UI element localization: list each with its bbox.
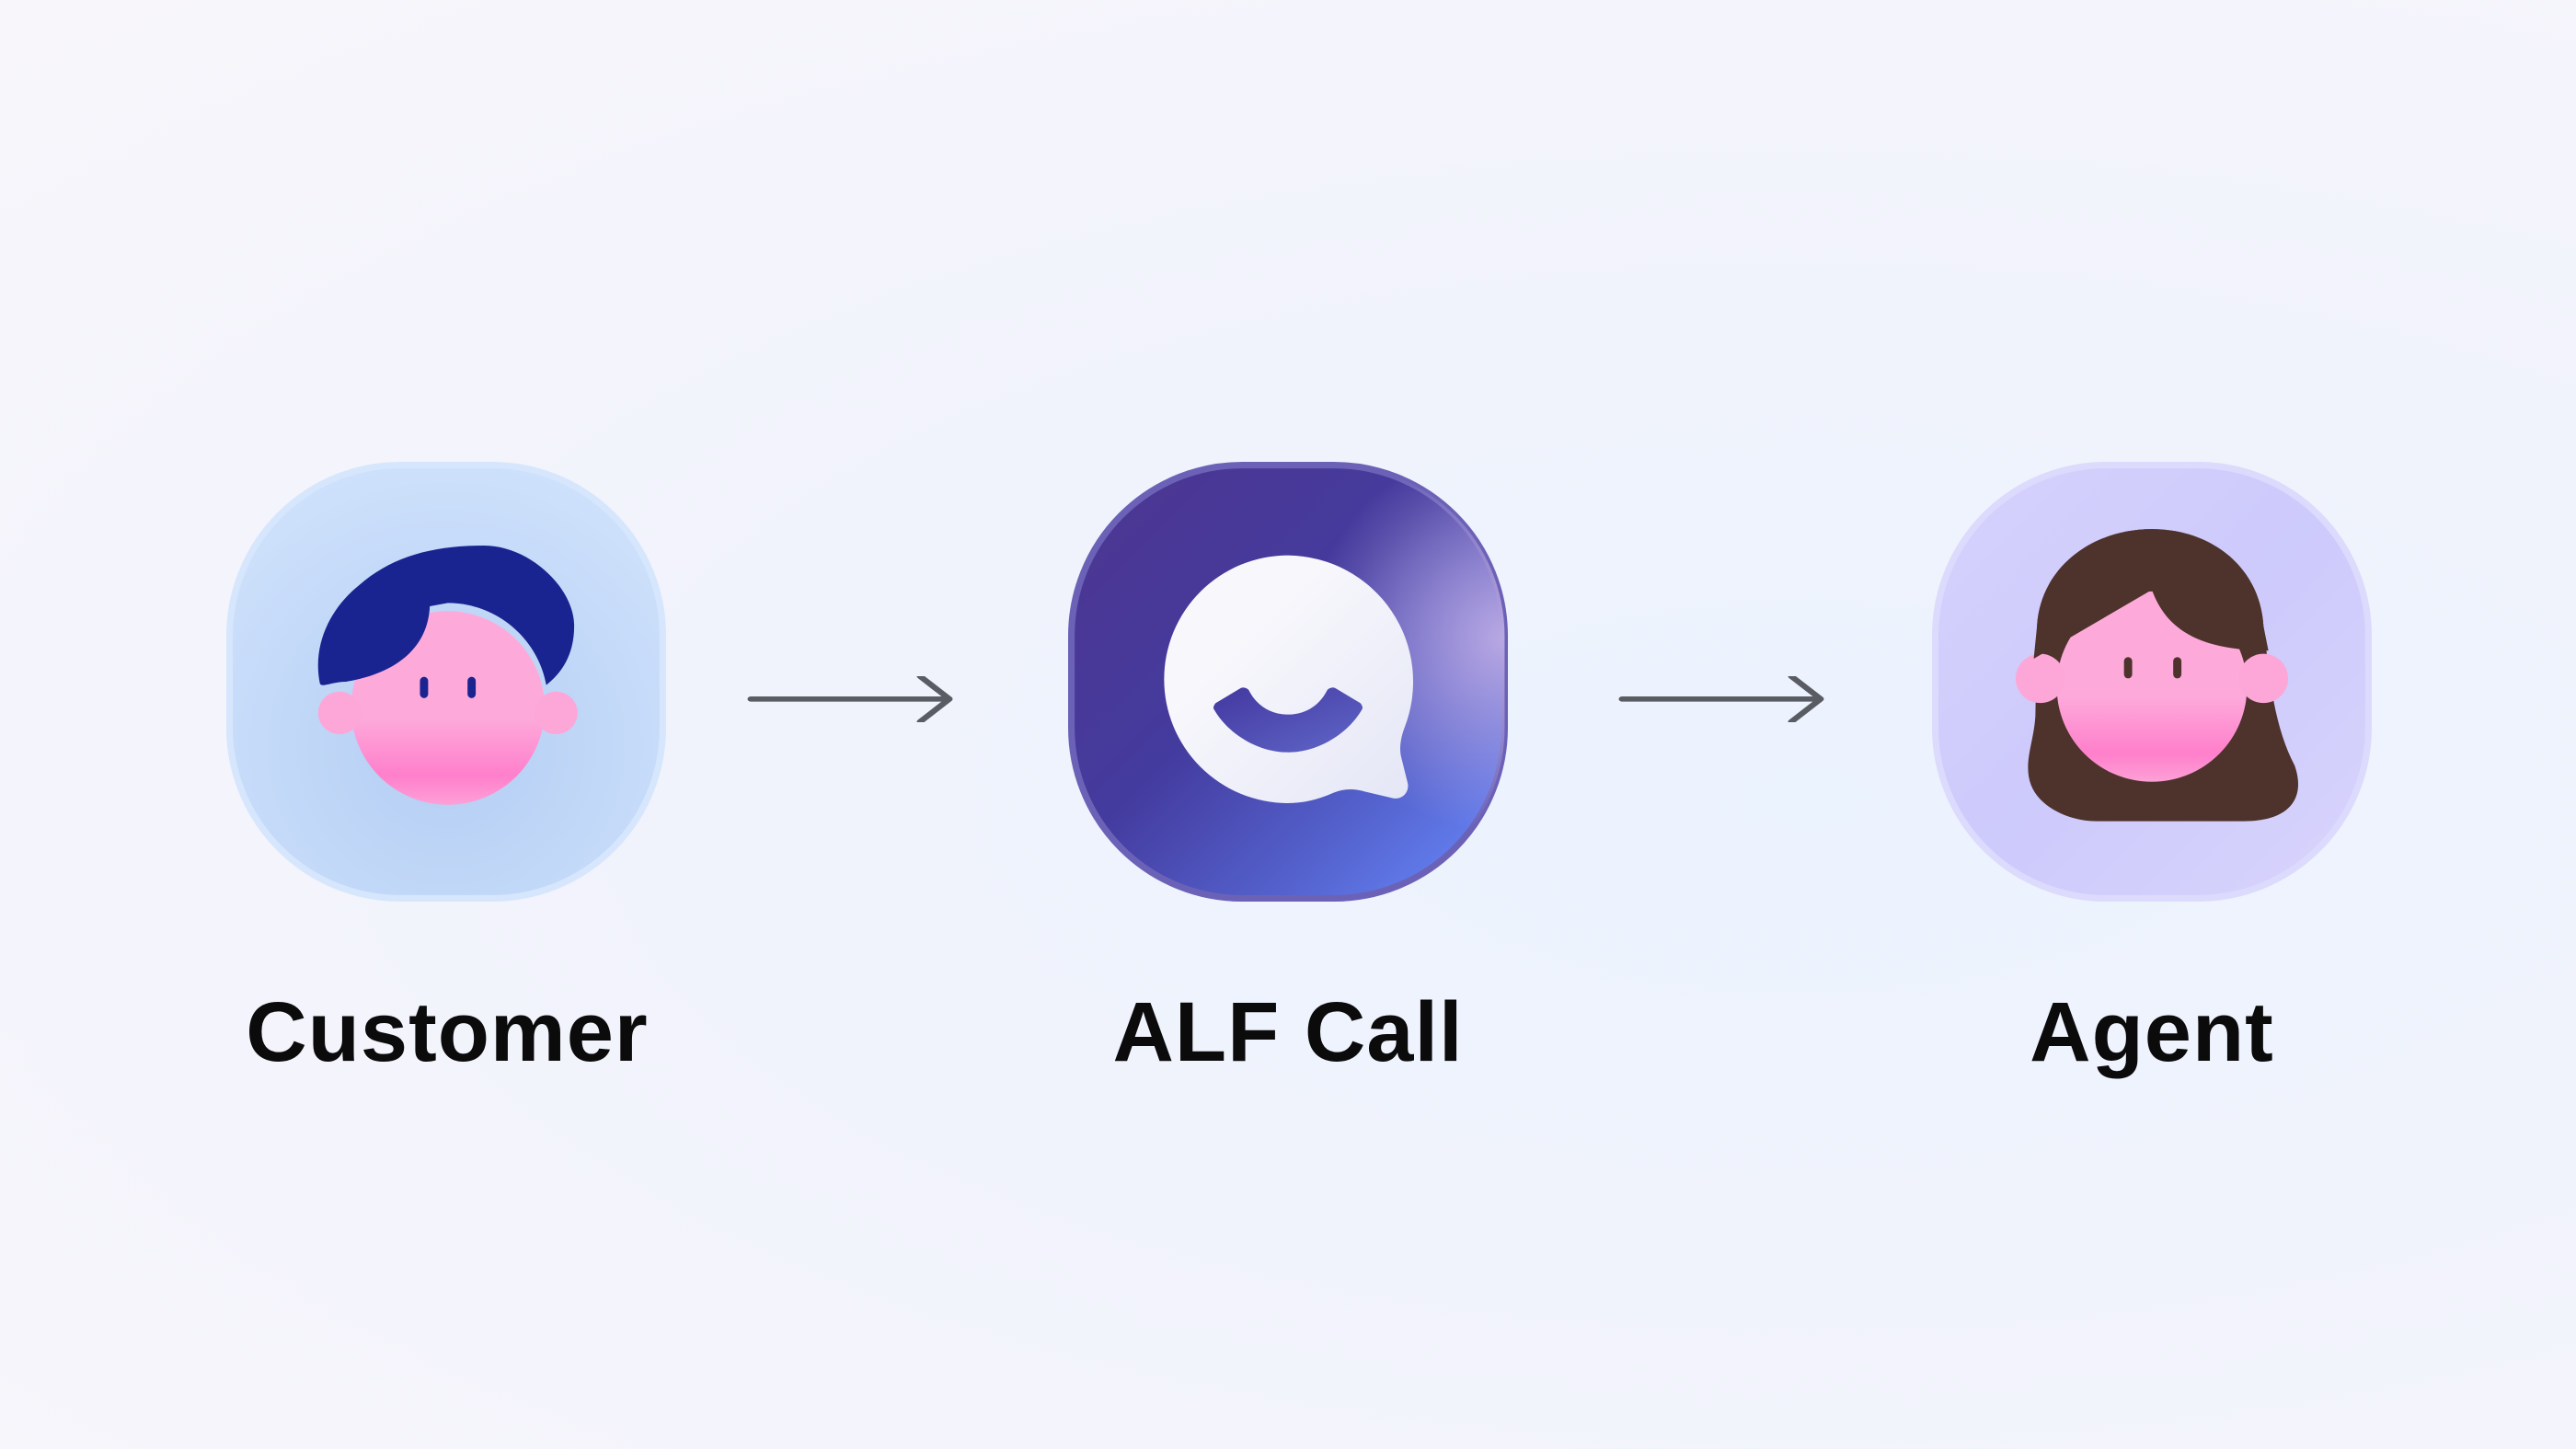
agent-avatar-icon <box>1932 462 2372 902</box>
alf-call-tile <box>1068 462 1508 902</box>
arrow-right-icon <box>747 676 953 722</box>
alf-chat-bubble-icon <box>1068 462 1508 902</box>
customer-avatar-icon <box>226 462 666 902</box>
customer-tile <box>226 462 666 902</box>
node-label-alf-call: ALF Call <box>1112 985 1464 1079</box>
arrow-right-icon <box>1618 676 1824 722</box>
node-label-customer: Customer <box>246 985 649 1079</box>
agent-tile <box>1932 462 2372 902</box>
node-label-agent: Agent <box>2030 985 2274 1079</box>
